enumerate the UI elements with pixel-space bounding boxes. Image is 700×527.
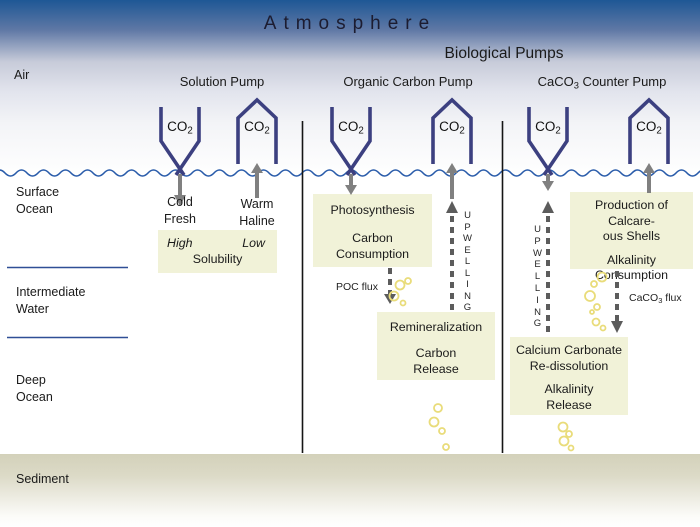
solution-pump-heading: Solution Pump — [179, 74, 265, 89]
co2-label-organic-out: CO2 — [430, 119, 474, 136]
deep-label-line1: Deep — [16, 373, 46, 387]
remineralization-line: Remineralization — [389, 320, 483, 334]
alkalinity-consumption-line1: Alkalinity — [607, 252, 656, 267]
caco3-flux-rest: flux — [662, 292, 682, 304]
co2-subscript: 2 — [264, 125, 270, 137]
production-line1: Production of Calcare- — [594, 198, 668, 228]
diagram-title: Atmosphere — [263, 13, 437, 34]
caco3-heading-subscript: 3 — [573, 80, 579, 91]
co2-subscript: 2 — [459, 125, 465, 137]
co2-uptake-arrow-organic-icon — [345, 174, 357, 195]
co2-text: CO — [439, 119, 460, 134]
alkalinity-release-line1: Alkalinity — [544, 382, 594, 396]
intermediate-label-line2: Water — [16, 301, 49, 316]
alkalinity-release-line2: Release — [546, 397, 592, 412]
warm-label-line2: Haline — [239, 213, 275, 228]
cold-fresh-label: Cold Fresh — [152, 194, 208, 227]
deep-label-line2: Ocean — [16, 389, 53, 404]
co2-subscript: 2 — [555, 125, 561, 137]
co2-text: CO — [167, 119, 188, 134]
deep-particles-bubbles-organic-icon — [428, 403, 450, 451]
production-line2: ous Shells — [602, 229, 661, 243]
biological-pumps-heading: Biological Pumps — [444, 45, 564, 62]
remineralization-box: Remineralization Carbon Release — [377, 312, 495, 380]
redissolution-line1: Calcium Carbonate — [515, 343, 623, 357]
organic-carbon-pump-heading: Organic Carbon Pump — [343, 74, 473, 89]
caco3-heading-rest: Counter Pump — [578, 74, 667, 89]
co2-text: CO — [338, 119, 359, 134]
co2-uptake-arrow-caco3-icon — [542, 174, 554, 191]
air-label: Air — [14, 68, 30, 82]
photosynthesis-box: Photosynthesis Carbon Consumption — [313, 194, 432, 267]
poc-particles-bubbles-icon — [388, 277, 412, 307]
redissolution-box: Calcium Carbonate Re-dissolution Alkalin… — [510, 337, 628, 415]
surface-label-line1: Surface — [16, 185, 60, 199]
co2-label-solution-in: CO2 — [158, 119, 202, 136]
co2-text: CO — [636, 119, 657, 134]
sediment-label: Sediment — [16, 472, 69, 486]
co2-subscript: 2 — [358, 125, 364, 137]
photosynthesis-line: Photosynthesis — [330, 203, 415, 217]
carbon-consumption-line1: Carbon — [352, 231, 393, 245]
upwelling-arrow-organic-icon — [446, 201, 458, 311]
alkalinity-consumption-line2: Consumption — [594, 268, 668, 282]
solubility-box: High Low Solubility — [158, 230, 277, 273]
intermediate-water-label: Intermediate Water — [16, 284, 85, 317]
sediment-layer: Sediment — [0, 454, 700, 527]
intermediate-label-line1: Intermediate — [16, 285, 86, 299]
poc-flux-arrow-icon — [384, 268, 396, 304]
warm-label-line1: Warm — [240, 197, 274, 211]
co2-text: CO — [244, 119, 265, 134]
surface-label-line2: Ocean — [16, 201, 53, 216]
warm-haline-label: Warm Haline — [229, 196, 285, 229]
caco3-counter-pump-heading: CaCO3 Counter Pump — [502, 74, 700, 90]
co2-label-solution-out: CO2 — [235, 119, 279, 136]
co2-label-organic-in: CO2 — [329, 119, 373, 136]
deep-particles-bubbles-caco3-icon — [557, 421, 575, 452]
co2-label-caco3-out: CO2 — [627, 119, 671, 136]
redissolution-line2: Re-dissolution — [529, 358, 609, 373]
caco3-flux-label: CaCO3 flux — [629, 292, 682, 305]
carbon-release-line2: Release — [413, 362, 459, 376]
high-label: High — [167, 236, 193, 250]
cold-label-line2: Fresh — [164, 211, 196, 226]
co2-text: CO — [535, 119, 556, 134]
carbon-release-line1: Carbon — [415, 346, 457, 360]
caco3-heading-text: CaCO — [537, 74, 574, 89]
solubility-label: Solubility — [192, 252, 243, 266]
co2-subscript: 2 — [187, 125, 193, 137]
low-label: Low — [242, 236, 265, 250]
production-box: Production of Calcare- ous Shells Alkali… — [570, 192, 693, 282]
caco3-flux-subscript: 3 — [658, 295, 663, 305]
co2-label-caco3-in: CO2 — [526, 119, 570, 136]
cold-label-line1: Cold — [167, 195, 193, 209]
deep-ocean-label: Deep Ocean — [16, 372, 53, 405]
caco3-flux-text: CaCO — [629, 292, 659, 304]
carbon-consumption-line2: Consumption — [335, 247, 409, 261]
poc-flux-label: POC flux — [335, 281, 378, 293]
surface-ocean-label: Surface Ocean — [16, 184, 59, 217]
co2-subscript: 2 — [656, 125, 662, 137]
